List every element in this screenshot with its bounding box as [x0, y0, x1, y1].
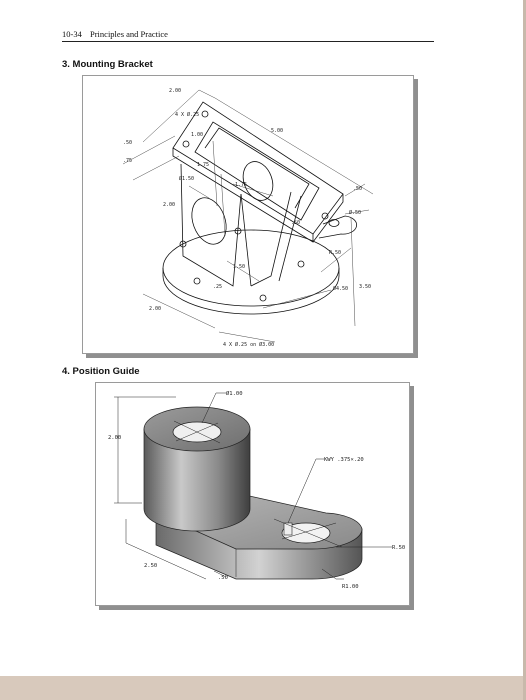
- exercise-3-title: 3. Mounting Bracket: [62, 59, 153, 70]
- dim-text: .50: [353, 186, 362, 192]
- dim-text: 2.00: [163, 202, 175, 208]
- page-number: 10-34: [62, 29, 82, 39]
- dim-text: R1.00: [342, 584, 359, 590]
- dim-text: 1.50: [233, 264, 245, 270]
- position-guide-drawing: Ø1.00 2.00 KWY .375×.20 R.50 2.50 .50 R1…: [108, 390, 405, 590]
- dim-text: 2.00: [108, 435, 121, 441]
- dim-text: .50: [123, 140, 132, 146]
- page-edge: [523, 0, 526, 700]
- dim-text: 3.50: [359, 284, 371, 290]
- running-title: Principles and Practice: [90, 29, 168, 39]
- dim-text: R.50: [329, 250, 341, 256]
- dim-text: 1.75: [235, 182, 247, 188]
- mounting-bracket-figure: 2.00 4 X Ø.25 .50 1.00 5.00 .75 1.75 Ø1.…: [82, 75, 414, 354]
- dim-text: 2.00: [149, 306, 161, 312]
- dim-text: 4 X Ø.25 on Ø3.00: [223, 341, 274, 348]
- dim-text: Ø1.50: [179, 175, 194, 182]
- dim-text: Ø.50: [349, 209, 361, 216]
- dim-text: .50: [218, 575, 228, 581]
- dim-text: .75: [123, 158, 132, 164]
- dim-text: 5.00: [271, 128, 283, 134]
- dim-text: 1.00: [191, 132, 203, 138]
- dim-text: R.50: [392, 545, 405, 551]
- dim-text: 2.50: [144, 563, 157, 569]
- running-header: 10-34 Principles and Practice: [62, 28, 434, 42]
- mounting-bracket-drawing: 2.00 4 X Ø.25 .50 1.00 5.00 .75 1.75 Ø1.…: [122, 88, 374, 348]
- dim-text: .25: [213, 284, 222, 290]
- viewer-background: [0, 676, 526, 700]
- position-guide-figure: Ø1.00 2.00 KWY .375×.20 R.50 2.50 .50 R1…: [95, 382, 410, 606]
- dim-text: Ø1.00: [226, 390, 243, 397]
- dim-text: 1.75: [197, 162, 209, 168]
- dim-text: 2.00: [169, 88, 181, 94]
- dim-text: Ø4.50: [333, 285, 348, 292]
- exercise-4-title: 4. Position Guide: [62, 366, 140, 377]
- dim-text: 4 X Ø.25: [175, 111, 199, 118]
- dim-text: KWY .375×.20: [324, 457, 364, 463]
- dim-text: .50: [291, 220, 300, 226]
